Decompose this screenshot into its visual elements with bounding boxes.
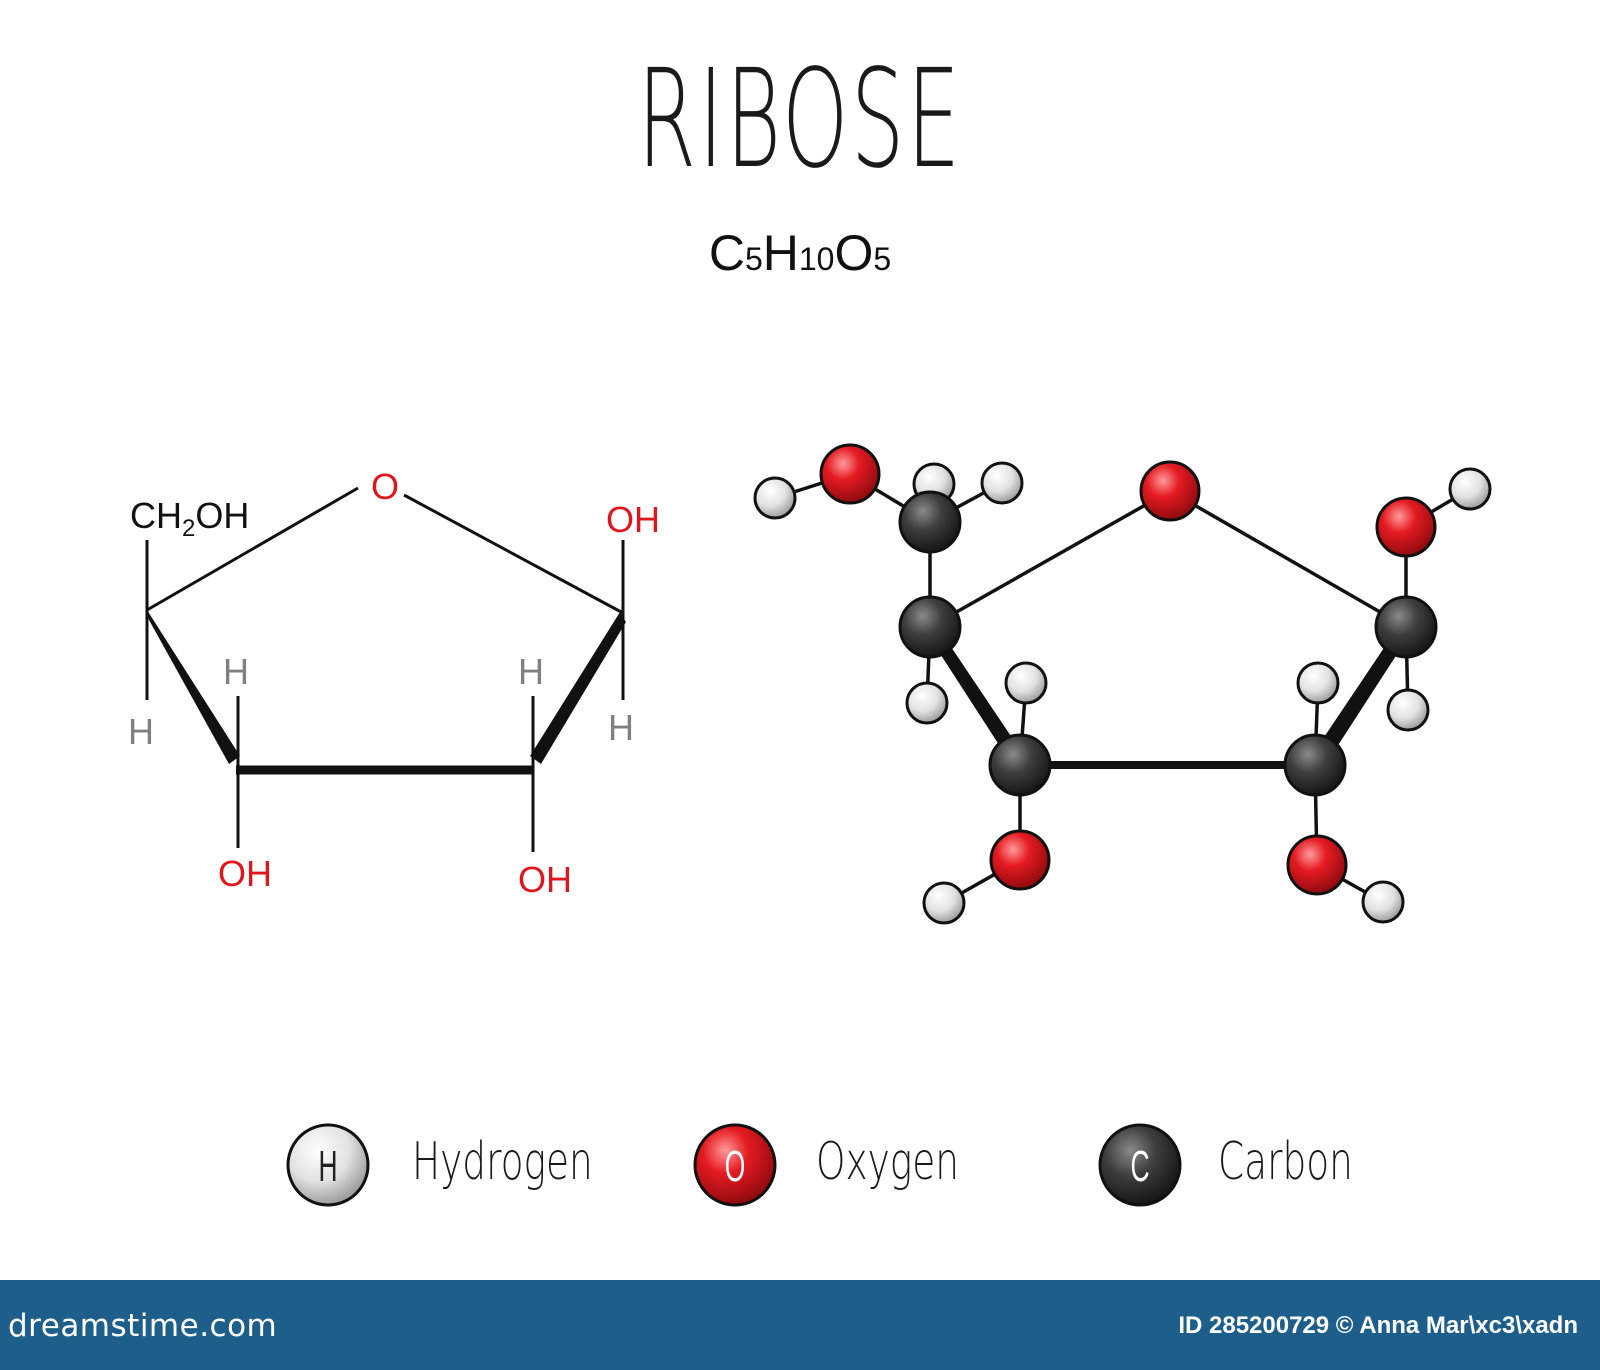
- atom-oxygen: [1139, 460, 1201, 522]
- bond-c4-o: [146, 486, 359, 612]
- haworth-structure: O CH2OH OH OH OH H H H H: [128, 466, 660, 900]
- wedge-stick-c1-c2: [1308, 624, 1412, 770]
- atom-hydrogen: [1386, 688, 1430, 732]
- ch2oh-subscript: 2: [182, 515, 195, 542]
- formula-carbon-count: 5: [744, 241, 763, 277]
- atom-oxygen: [1286, 834, 1348, 896]
- formula-oxygen: O: [834, 225, 874, 281]
- atom-carbon: [898, 595, 962, 659]
- atom-hydrogen: [1448, 467, 1492, 511]
- formula-hydrogen-count: 10: [798, 241, 835, 277]
- ch2oh-label: CH2OH: [130, 495, 249, 542]
- formula-hydrogen: H: [762, 225, 799, 281]
- atom-oxygen: [819, 443, 881, 505]
- legend-carbon-symbol: C: [1130, 1141, 1149, 1191]
- oh-c2-label: OH: [518, 859, 572, 900]
- atom-carbon: [1374, 595, 1438, 659]
- formula-carbon: C: [708, 225, 745, 281]
- h-c4-label: H: [128, 711, 154, 752]
- ch2oh-suffix: OH: [195, 495, 249, 536]
- atom-hydrogen: [1004, 661, 1048, 705]
- footer-bar: dreamstime.com ID 285200729 © Anna Mar\x…: [0, 1280, 1600, 1370]
- legend-hydrogen-sphere: H: [286, 1123, 370, 1207]
- formula-oxygen-count: 5: [873, 241, 892, 277]
- legend: H O C: [286, 1123, 1182, 1207]
- atom-hydrogen: [980, 461, 1024, 505]
- oh-c3-label: OH: [218, 853, 272, 894]
- atom-hydrogen: [1296, 661, 1340, 705]
- page-title: RIBOSE: [637, 41, 963, 199]
- h-c3-label: H: [223, 651, 249, 692]
- atom-oxygen: [989, 829, 1051, 891]
- stick-o-c1: [1168, 489, 1408, 629]
- footer-site-link[interactable]: dreamstime.com: [8, 1308, 278, 1344]
- atom-oxygen: [1375, 496, 1437, 558]
- wedge-bond-c4-c3: [147, 610, 240, 764]
- ch2oh-prefix: CH: [130, 495, 182, 536]
- atom-hydrogen: [922, 881, 966, 925]
- legend-oxygen-sphere: O: [693, 1123, 777, 1207]
- wedge-stick-c4-c3: [926, 626, 1027, 768]
- atom-carbon: [898, 490, 962, 554]
- atom-hydrogen: [753, 476, 797, 520]
- footer-credit: ID 285200729 © Anna Mar\xc3\xadn: [1178, 1312, 1578, 1339]
- ribose-diagram: O CH2OH OH OH OH H H H H: [128, 443, 1492, 1207]
- legend-carbon-label: Carbon: [1218, 1132, 1353, 1192]
- legend-carbon-sphere: C: [1098, 1123, 1182, 1207]
- atom-hydrogen: [905, 681, 949, 725]
- oh-anomeric-label: OH: [606, 499, 660, 540]
- ring-oxygen-label: O: [371, 466, 399, 507]
- atom-carbon: [988, 733, 1052, 797]
- bond-o-c1: [403, 493, 624, 615]
- stick-c4-o: [928, 489, 1172, 629]
- legend-oxygen-label: Oxygen: [816, 1132, 960, 1192]
- atom-carbon: [1283, 733, 1347, 797]
- wedge-bond-c2-c1: [530, 612, 626, 764]
- legend-hydrogen-label: Hydrogen: [412, 1132, 593, 1192]
- legend-hydrogen-symbol: H: [318, 1141, 337, 1191]
- molecular-formula: C5H10O5: [0, 228, 1600, 278]
- h-c2-label: H: [518, 651, 544, 692]
- h-c1-label: H: [608, 707, 634, 748]
- atom-hydrogen: [1361, 880, 1405, 924]
- ball-and-stick-model: [753, 443, 1492, 925]
- legend-oxygen-symbol: O: [725, 1141, 746, 1191]
